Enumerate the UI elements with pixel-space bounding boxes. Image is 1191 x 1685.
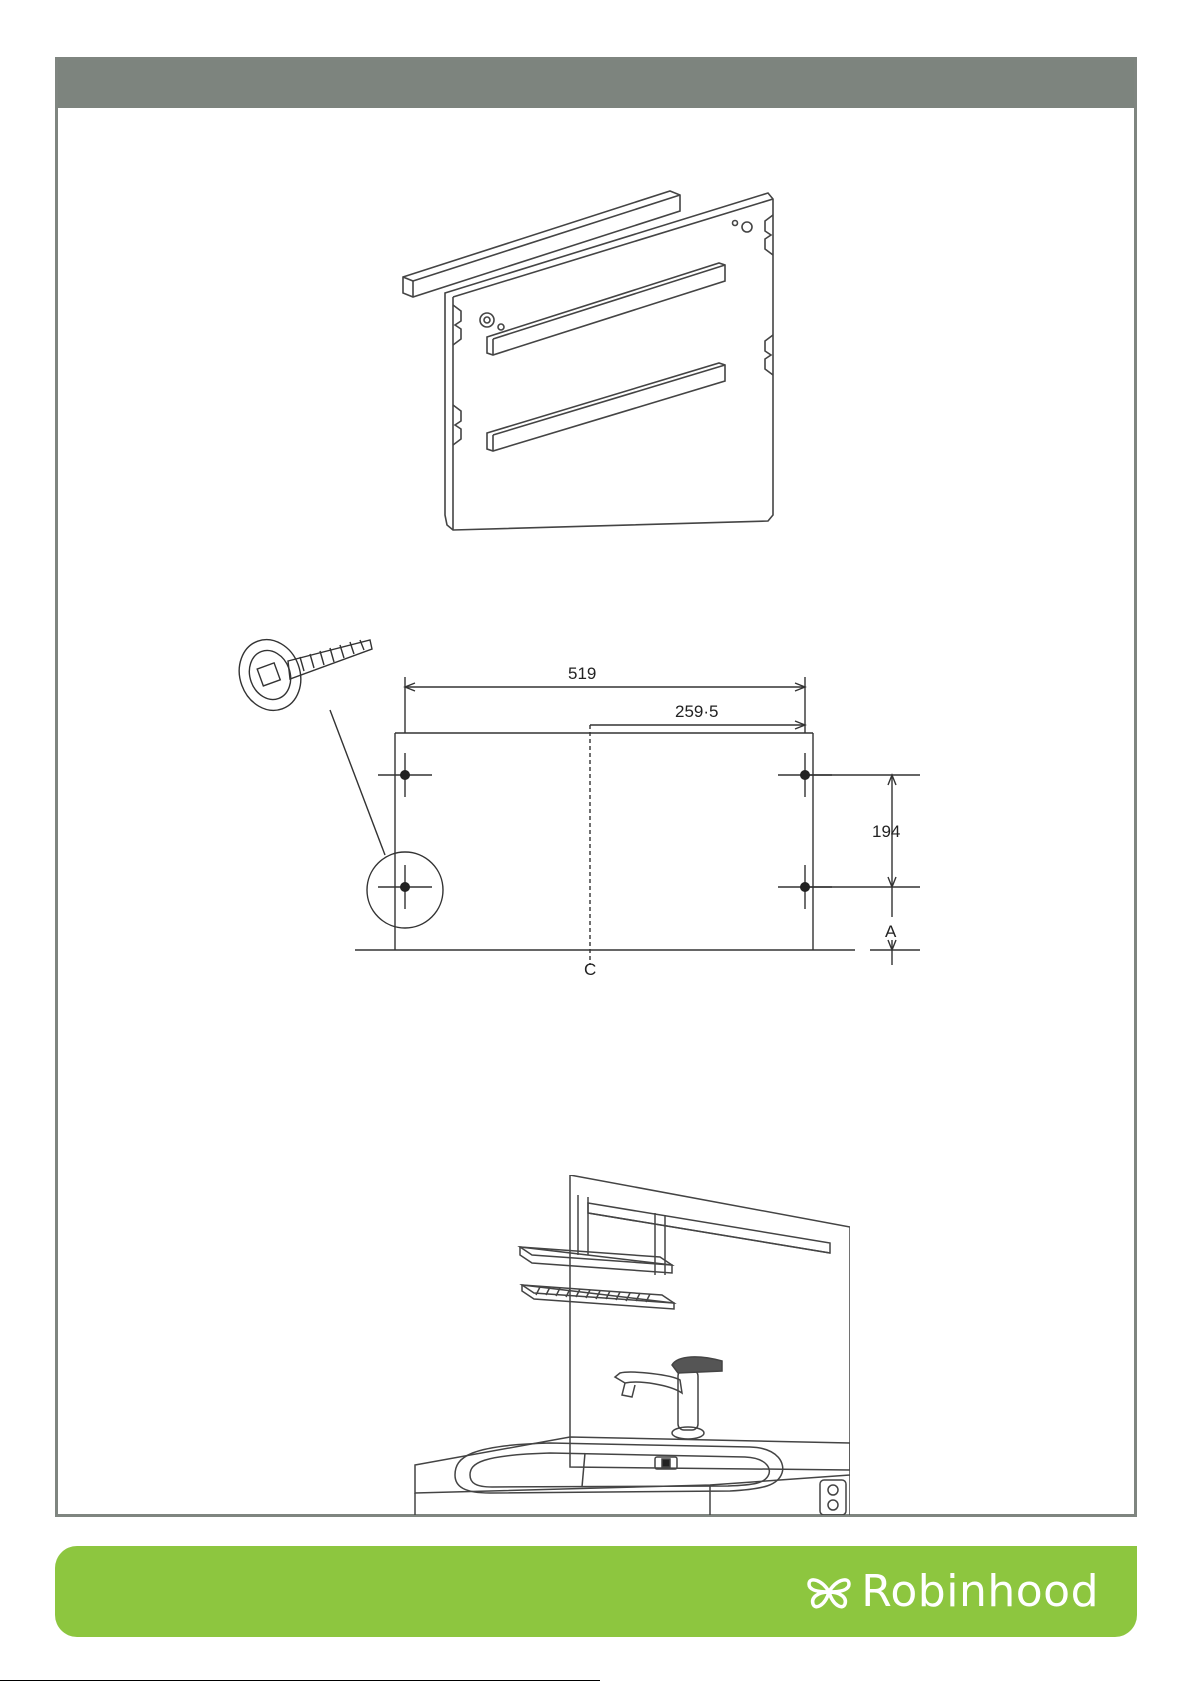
centerline-label: Ç (584, 960, 596, 975)
footer-band: Robinhood (55, 1546, 1137, 1637)
frame-header-bar (58, 60, 1134, 108)
figure-fixing-dimensions: 519 259·5 194 A Ç (230, 635, 960, 975)
brand-logo: Robinhood (805, 1565, 1099, 1619)
dim-offset-label: A (885, 922, 897, 941)
butterfly-icon (805, 1572, 853, 1612)
screw-washer-icon (230, 635, 372, 719)
dim-half-label: 259·5 (675, 702, 718, 721)
dim-width-label: 519 (568, 664, 596, 683)
dim-height-label: 194 (872, 822, 900, 841)
brand-name: Robinhood (861, 1565, 1099, 1619)
bottom-rule (0, 1680, 600, 1681)
figure-backpanel-isometric (395, 185, 795, 535)
figure-sink-assembly (410, 1175, 850, 1515)
